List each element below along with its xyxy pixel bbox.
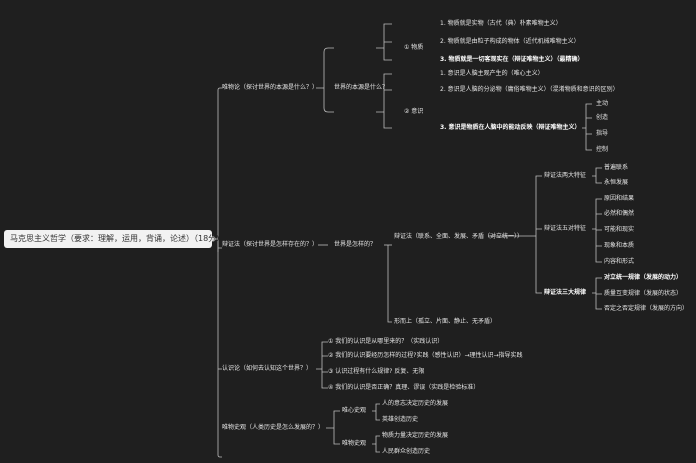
three-laws-item-3[interactable]: 否定之否定规律（发展的方向）	[604, 305, 689, 312]
topic-materialism[interactable]: 唯物论（探讨世界的本源是什么？）	[222, 84, 319, 91]
two-features-item-2[interactable]: 永恒发展	[604, 179, 629, 186]
consciousness-item-2[interactable]: 2. 意识是人脑的分泌物（庸俗唯物主义）（混淆物质和意识的区别）	[440, 86, 619, 93]
world-origin-question[interactable]: 世界的本源是什么？	[334, 84, 389, 91]
matter-item-3[interactable]: 3. 物质就是一切客观实在（辩证唯物主义）（最精确）	[440, 56, 584, 63]
idealist-history-item-2[interactable]: 英雄创造历史	[382, 416, 419, 423]
idealist-history-node[interactable]: 唯心史观	[342, 407, 367, 414]
topic-dialectics[interactable]: 辩证法（探讨世界是怎样存在的？）	[222, 241, 319, 248]
idealist-history-item-1[interactable]: 人的意志决定历史的发展	[382, 400, 449, 407]
epistemology-item-2[interactable]: ② 我们的认识要经历怎样的过程?实践（感性认识）→理性认识→指导实践	[328, 352, 523, 359]
five-pairs-item-1[interactable]: 原因和结果	[604, 195, 635, 202]
consciousness-sub-4[interactable]: 控制	[596, 146, 609, 153]
dialectics-node[interactable]: 辩证法（联系、全面、发展、矛盾（对立统一））	[394, 233, 524, 240]
matter-node[interactable]: ① 物质	[404, 44, 424, 51]
metaphysics-node[interactable]: 形而上（孤立、片面、静止、无矛盾）	[394, 318, 497, 325]
two-features-item-1[interactable]: 普遍联系	[604, 164, 629, 171]
five-pairs-item-3[interactable]: 可能和现实	[604, 226, 635, 233]
consciousness-item-3[interactable]: 3. 意识是物质在人脑中的能动反映（辩证唯物主义）	[440, 124, 581, 131]
consciousness-sub-3[interactable]: 指导	[596, 130, 609, 137]
world-state-question[interactable]: 世界是怎样的？	[334, 241, 377, 248]
root-topic[interactable]: 马克思主义哲学（要求：理解，运用，背诵，论述）（18分）	[4, 230, 224, 248]
epistemology-item-1[interactable]: ① 我们的认识是从哪里来的？（实践认识）	[328, 338, 444, 345]
materialist-history-item-1[interactable]: 物质力量决定历史的发展	[382, 432, 449, 439]
consciousness-sub-1[interactable]: 主动	[596, 100, 609, 107]
five-pairs-item-2[interactable]: 必然和偶然	[604, 210, 635, 217]
three-laws-node[interactable]: 辩证法三大规律	[544, 289, 587, 296]
materialist-history-node[interactable]: 唯物史观	[342, 440, 367, 447]
matter-item-1[interactable]: 1. 物质就是实物（古代（典）朴素唯物主义）	[440, 20, 562, 27]
matter-item-2[interactable]: 2. 物质就是由粒子构成的物体（近代机械唯物主义）	[440, 38, 580, 45]
consciousness-item-1[interactable]: 1. 意识是人脑主观产生的（唯心主义）	[440, 70, 544, 77]
consciousness-node[interactable]: ② 意识	[404, 108, 424, 115]
topic-epistemology[interactable]: 认识论（如何去认知这个世界？）	[222, 365, 313, 372]
consciousness-sub-2[interactable]: 创造	[596, 114, 609, 121]
epistemology-item-4[interactable]: ④ 我们的认识是否正确？真理、谬误（实践是检验标准）	[328, 384, 480, 391]
five-pairs-node[interactable]: 辩证法五对特征	[544, 225, 587, 232]
three-laws-item-2[interactable]: 质量互变规律（发展的状态）	[604, 290, 683, 297]
five-pairs-item-4[interactable]: 现象和本质	[604, 242, 635, 249]
five-pairs-item-5[interactable]: 内容和形式	[604, 258, 635, 265]
three-laws-item-1[interactable]: 对立统一规律（发展的动力）	[604, 274, 683, 281]
two-features-node[interactable]: 辩证法两大特征	[544, 172, 587, 179]
materialist-history-item-2[interactable]: 人民群众创造历史	[382, 448, 431, 455]
topic-historical-materialism[interactable]: 唯物史观（人类历史是怎么发展的？）	[222, 424, 325, 431]
epistemology-item-3[interactable]: ③ 认识过程有什么规律? 反复、无限	[328, 368, 425, 375]
